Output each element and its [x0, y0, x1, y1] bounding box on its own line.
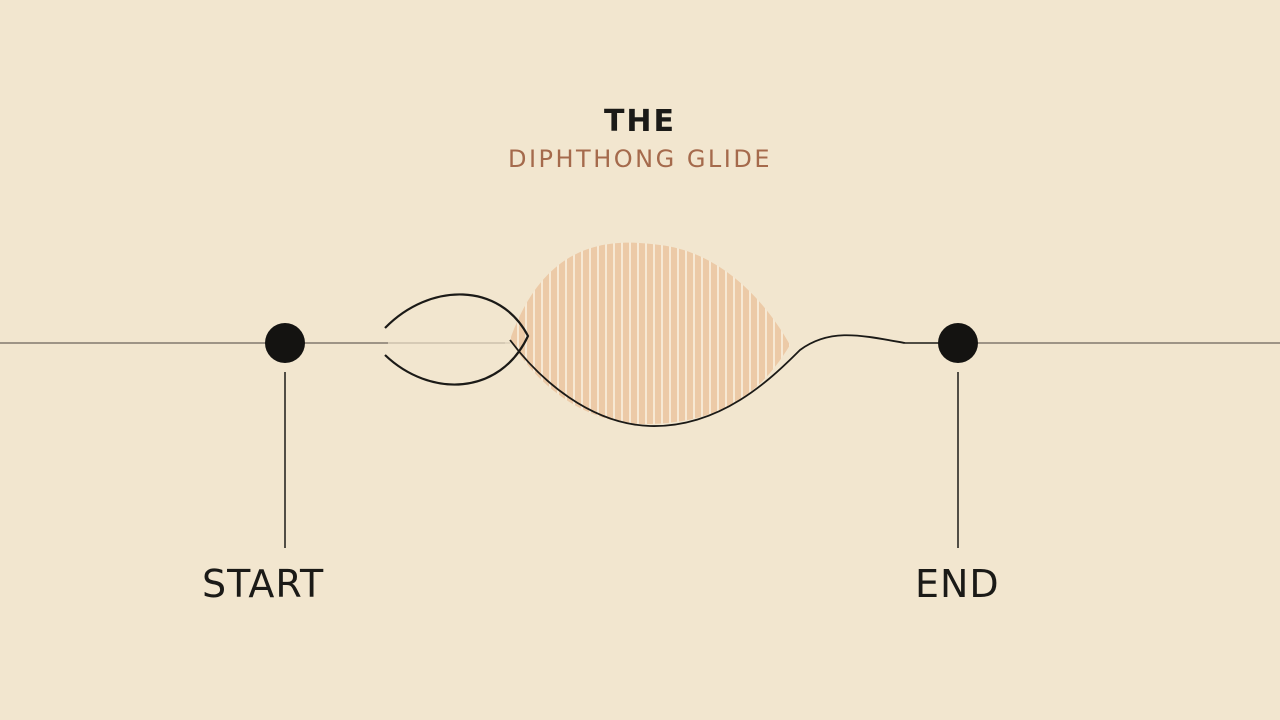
glide-wave-fill: [510, 242, 790, 425]
lens-shape: [384, 293, 530, 386]
end-label: END: [915, 562, 1000, 606]
title-main: THE: [603, 104, 677, 139]
title-sub: DIPHTHONG GLIDE: [507, 145, 773, 173]
glide-curve: [509, 334, 906, 427]
title-block: THE DIPHTHONG GLIDE: [0, 104, 1280, 174]
start-label: START: [202, 562, 325, 606]
end-dot: [938, 323, 978, 363]
start-dot: [265, 323, 305, 363]
